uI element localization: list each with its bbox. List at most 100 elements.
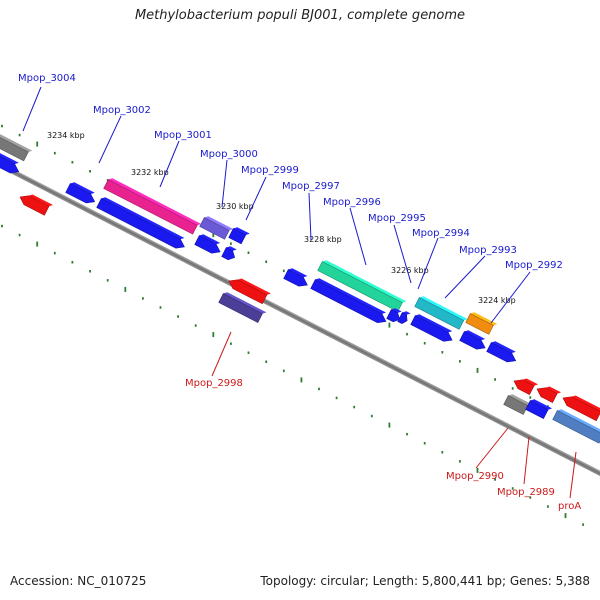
gene-mpop-3001[interactable] [96,196,188,251]
gene-label-mpop-3004[interactable]: Mpop_3004 [18,73,76,84]
gene-mpop-2989[interactable] [525,398,553,420]
gene-mpop-3003[interactable] [0,151,22,176]
gene-label-mpop-2992[interactable]: Mpop_2992 [505,260,563,271]
gene-top-face [419,296,468,321]
gene-top-face [415,314,453,333]
gene-label-proa[interactable]: proA [558,501,581,512]
gene-body [19,195,50,216]
gene-body [65,183,96,204]
gene-upper-h[interactable] [486,340,520,365]
gene-top-face [522,378,539,386]
gene-body [397,312,408,324]
map-title: Methylobacterium populi BJ001, complete … [134,8,466,23]
gene-top-face [571,395,600,412]
gene-top-face [464,330,486,341]
gene-body [103,179,198,235]
scale-label-3228: 3228 kbp [304,235,342,244]
gene-top-face [508,394,532,406]
gene-mpop-2998[interactable] [218,291,267,324]
gene-top-face [402,311,411,315]
gene-label-mpop-3000[interactable]: Mpop_3000 [200,149,258,160]
gene-upper-g[interactable] [459,329,489,352]
gene-label-mpop-2997[interactable]: Mpop_2997 [282,181,340,192]
gene-proa[interactable] [552,408,600,445]
gene-top-face [237,278,271,295]
gene-mpop-2992[interactable] [465,311,498,336]
gene-body [310,279,387,324]
gene-top-face [204,216,234,231]
leader-line [475,427,509,469]
gene-top-face [391,308,402,313]
gene-label-mpop-2989[interactable]: Mpop_2989 [497,487,555,498]
leader-line [98,115,122,164]
gene-mpop-2997[interactable] [283,267,311,290]
gene-top-face [288,268,308,278]
scale-label-3230: 3230 kbp [216,202,254,211]
gene-upper-c[interactable] [194,233,224,256]
gene-label-mpop-2999[interactable]: Mpop_2999 [241,165,299,176]
gene-label-mpop-2993[interactable]: Mpop_2993 [459,245,517,256]
gene-label-mpop-3001[interactable]: Mpop_3001 [154,130,212,141]
gene-mpop-2995[interactable] [310,277,390,326]
gene-mpop-2990[interactable] [503,393,532,416]
gene-top-face [315,278,387,314]
gene-lower-a[interactable] [18,190,54,217]
gene-top-face [28,194,54,207]
leader-line [211,331,232,377]
gene-top-face [322,260,407,303]
gene-upper-d[interactable] [221,245,239,262]
gene-top-face [101,197,185,240]
accession-text: Accession: NC_010725 [10,574,147,588]
scale-label-3234: 3234 kbp [47,131,85,140]
gene-top-face [70,182,95,195]
leader-line [523,436,530,485]
gene-upper-b[interactable] [65,181,99,206]
gene-body [386,309,401,323]
gene-top-face [491,341,516,354]
gene-body [218,293,263,323]
gene-top-face [530,399,553,410]
gene-top-face [545,386,562,394]
gene-body [228,228,247,245]
gene-lower-d[interactable] [535,382,562,404]
gene-label-mpop-2998[interactable]: Mpop_2998 [185,378,243,389]
gene-lower-e[interactable] [561,391,600,422]
gene-body [96,198,185,249]
gene-top-face [223,292,267,314]
gene-label-mpop-2990[interactable]: Mpop_2990 [446,471,504,482]
gene-top-face [557,409,600,435]
gene-label-mpop-2995[interactable]: Mpop_2995 [368,213,426,224]
genome-summary-text: Topology: circular; Length: 5,800,441 bp… [260,574,590,588]
gene-upper-f[interactable] [397,310,411,325]
gene-body [459,331,486,350]
genome-backbone [0,153,600,506]
gene-mpop-3000[interactable] [199,215,234,241]
gene-label-mpop-3002[interactable]: Mpop_3002 [93,105,151,116]
gene-body [283,269,308,287]
gene-mpop-2999[interactable] [228,226,250,245]
scale-label-3226: 3226 kbp [391,266,429,275]
gene-lower-b[interactable] [227,274,271,305]
leader-line [490,271,531,324]
scale-label-3224: 3224 kbp [478,296,516,305]
gene-upper-e[interactable] [386,307,404,324]
gene-body [513,379,535,395]
scale-label-3232: 3232 kbp [131,168,169,177]
leader-line [221,159,228,208]
gene-label-mpop-2994[interactable]: Mpop_2994 [412,228,470,239]
gene-lower-c[interactable] [512,374,539,396]
gene-mpop-3002[interactable] [103,177,202,236]
gene-mpop-3004[interactable] [0,133,33,162]
gene-top-face [108,178,202,226]
gene-mpop-2994[interactable] [414,295,468,331]
leader-line [569,451,577,499]
gene-body [536,387,558,403]
gene-mpop-2993[interactable] [410,313,456,345]
leader-line [349,207,367,266]
leader-line [22,86,42,132]
gene-top-face [233,227,250,235]
gene-body [562,396,600,422]
gene-label-mpop-2996[interactable]: Mpop_2996 [323,197,381,208]
